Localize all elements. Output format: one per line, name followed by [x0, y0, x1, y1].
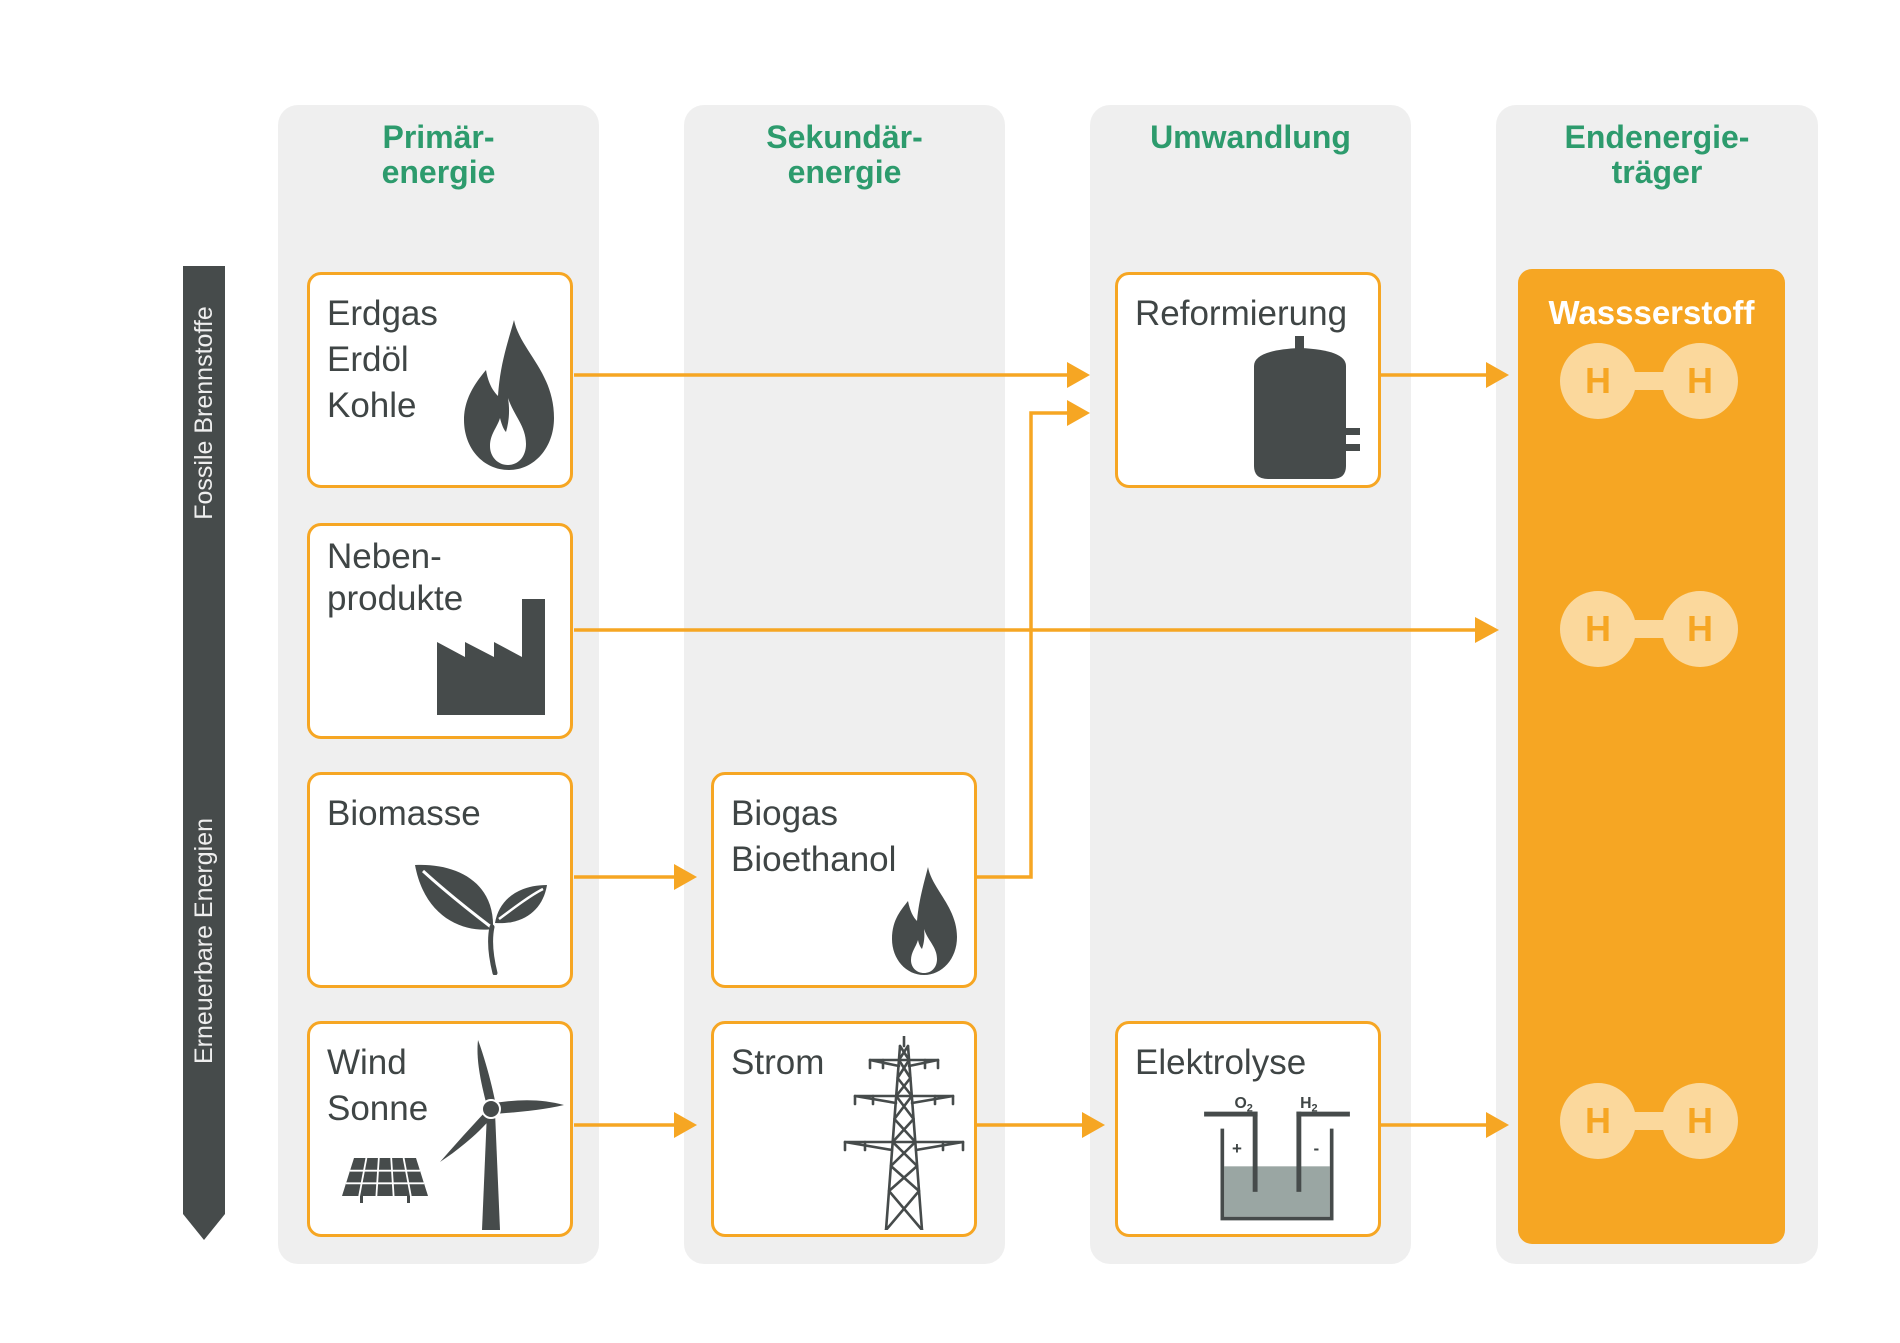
- label-line: Reformierung: [1135, 294, 1348, 333]
- atom-label: H: [1560, 591, 1636, 667]
- hydrogen-molecule-icon: H H: [1560, 591, 1738, 667]
- box-label: Biogas Bioethanol: [731, 791, 896, 883]
- atom-label: H: [1560, 343, 1636, 419]
- atom-label: H: [1560, 1083, 1636, 1159]
- box-label: Strom: [731, 1040, 824, 1086]
- header-line: energie: [381, 154, 496, 190]
- arrowhead: [1082, 1112, 1105, 1138]
- box-label: Wind Sonne: [327, 1040, 428, 1132]
- header-line: träger: [1611, 154, 1703, 190]
- atom-label: H: [1662, 591, 1738, 667]
- box-electricity: Strom: [711, 1021, 977, 1237]
- header-line: Sekundär-: [766, 119, 923, 155]
- box-label: Neben- produkte: [327, 536, 463, 620]
- header-line: energie: [787, 154, 902, 190]
- wind-turbine-icon: [440, 1040, 564, 1230]
- container-outline: [1220, 1128, 1334, 1221]
- label-line: produkte: [327, 579, 464, 618]
- hydrogen-molecule-icon: H H: [1560, 1083, 1738, 1159]
- label-line: Kohle: [327, 386, 417, 425]
- cathode-sign: -: [1313, 1139, 1319, 1158]
- solar-panel-icon: [342, 1158, 428, 1203]
- label-line: Strom: [731, 1043, 825, 1082]
- box-reforming: Reformierung: [1115, 272, 1381, 488]
- header-line: Endenergie-: [1564, 119, 1750, 155]
- factory-icon: [437, 599, 545, 715]
- tank-icon: [1254, 336, 1360, 479]
- cathode-bar: [1296, 1111, 1350, 1117]
- category-arrow-bar: [183, 266, 225, 1240]
- header-secondary-energy: Sekundär- energie: [684, 120, 1005, 190]
- arrowhead: [674, 1112, 697, 1138]
- arrowhead: [1486, 362, 1509, 388]
- header-line: Umwandlung: [1150, 119, 1351, 155]
- atom-label: H: [1662, 1083, 1738, 1159]
- label-line: Wind: [327, 1043, 407, 1082]
- box-wind-sun: Wind Sonne: [307, 1021, 573, 1237]
- electrolysis-cell-icon: O2 H2 + -: [1204, 1095, 1350, 1221]
- label-line: Sonne: [327, 1089, 429, 1128]
- box-biomass: Biomasse: [307, 772, 573, 988]
- header-final-energy: Endenergie- träger: [1496, 120, 1818, 190]
- arrowhead: [1067, 400, 1090, 426]
- box-label: Elektrolyse: [1135, 1040, 1306, 1086]
- flame-icon: [892, 867, 957, 975]
- power-pylon-icon: [843, 1036, 965, 1230]
- arrowhead: [1067, 362, 1090, 388]
- arrowhead: [1486, 1112, 1509, 1138]
- atom-label: H: [1662, 343, 1738, 419]
- label-line: Erdgas: [327, 294, 438, 333]
- label-line: Neben-: [327, 537, 442, 576]
- anode-electrode: [1252, 1111, 1258, 1192]
- hydrogen-title: Wassserstoff: [1548, 294, 1755, 331]
- cathode-electrode: [1296, 1111, 1302, 1192]
- label-line: Biogas: [731, 794, 839, 833]
- electrolyte-fill: [1224, 1166, 1330, 1217]
- anode-sign: +: [1232, 1139, 1242, 1158]
- box-fossil-fuels: Erdgas Erdöl Kohle: [307, 272, 573, 488]
- hydrogen-molecule-icon: H H: [1560, 343, 1738, 419]
- arrowhead: [1475, 617, 1499, 643]
- hydrogen-panel: [1518, 269, 1785, 1244]
- box-label: Erdgas Erdöl Kohle: [327, 291, 438, 429]
- cathode-gas-label: H2: [1300, 1095, 1317, 1115]
- box-biofuels: Biogas Bioethanol: [711, 772, 977, 988]
- box-electrolysis: Elektrolyse O2 H2 + -: [1115, 1021, 1381, 1237]
- arrowhead: [674, 864, 697, 890]
- flame-icon: [464, 320, 554, 470]
- label-line: Bioethanol: [731, 840, 897, 879]
- anode-gas-label: O2: [1234, 1095, 1252, 1115]
- header-conversion: Umwandlung: [1090, 120, 1411, 155]
- header-line: Primär-: [382, 119, 495, 155]
- anode-bar: [1204, 1111, 1258, 1117]
- label-line: Elektrolyse: [1135, 1043, 1307, 1082]
- label-line: Erdöl: [327, 340, 409, 379]
- label-line: Biomasse: [327, 794, 481, 833]
- box-label: Reformierung: [1135, 291, 1347, 337]
- plant-icon: [415, 864, 547, 975]
- box-label: Biomasse: [327, 791, 481, 837]
- box-byproducts: Neben- produkte: [307, 523, 573, 739]
- arrow-biofuels-to-reforming: [977, 411, 1070, 879]
- header-primary-energy: Primär- energie: [278, 120, 599, 190]
